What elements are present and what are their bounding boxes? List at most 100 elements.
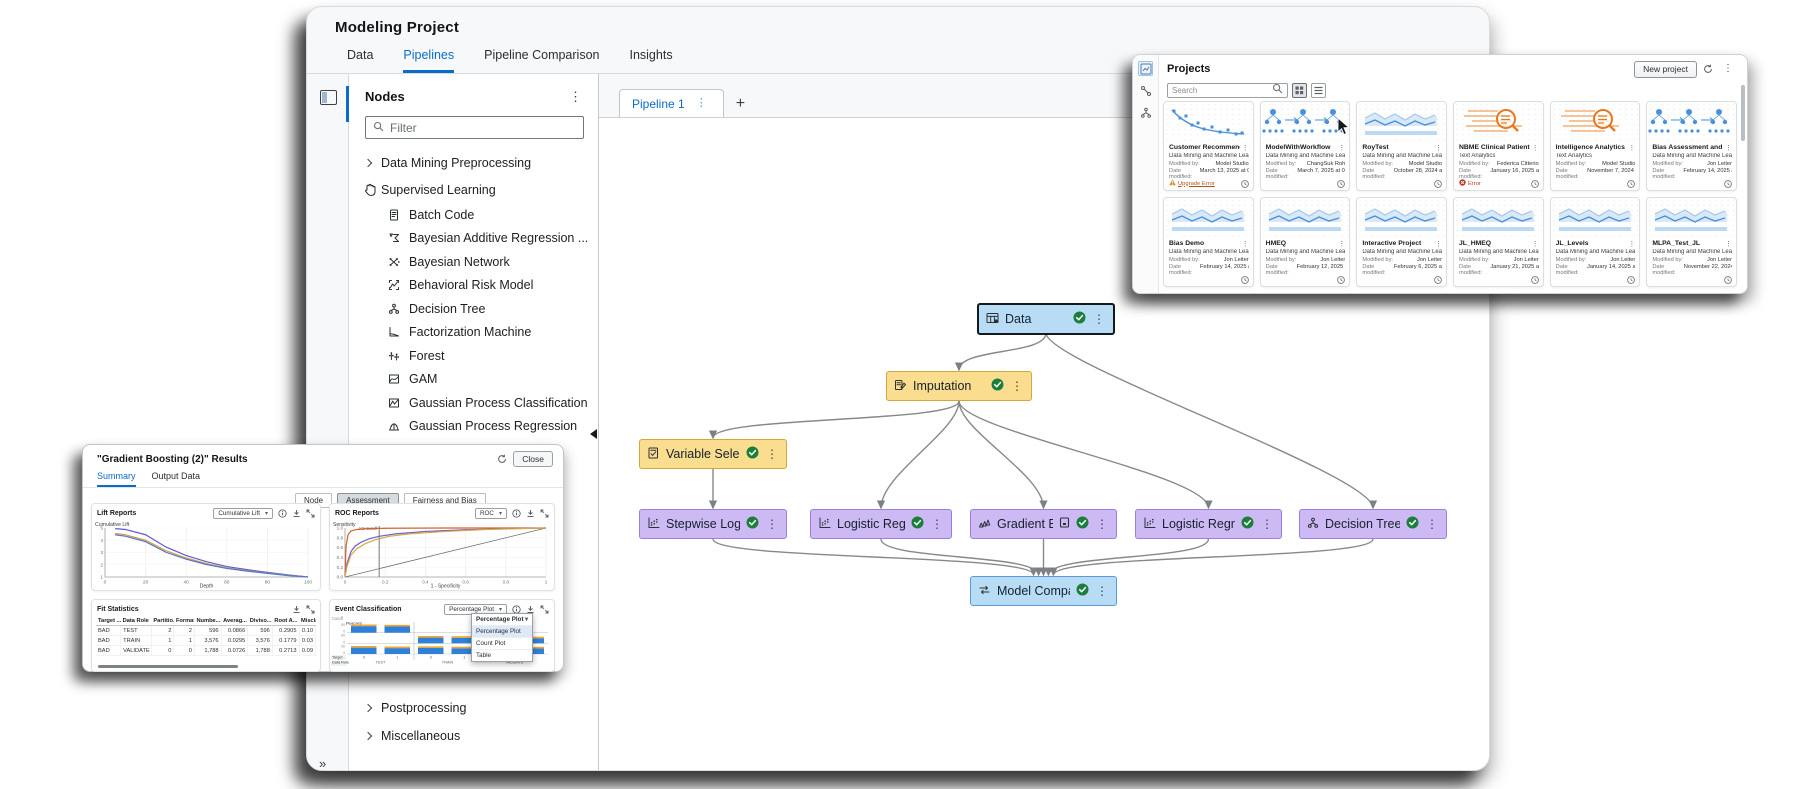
pipeline-node-modelcomp[interactable]: Model Compa...⋮	[970, 576, 1117, 606]
tab-data[interactable]: Data	[347, 48, 374, 62]
node-menu-button[interactable]: ⋮	[1426, 517, 1438, 531]
project-card-menu-button[interactable]: ⋮	[1628, 145, 1636, 152]
column-header[interactable]: Diviso...	[247, 616, 273, 626]
column-header[interactable]: Target ...	[96, 616, 121, 626]
project-card[interactable]: JL_HMEQ⋮Data Mining and Machine Learning…	[1452, 197, 1544, 287]
exp-icon[interactable]	[539, 604, 549, 614]
project-card[interactable]: NBME Clinical Patient Notes (R...⋮Text A…	[1452, 101, 1544, 191]
list-view-button[interactable]	[1311, 82, 1326, 98]
sidebar-item-gam[interactable]: GAM	[349, 368, 598, 392]
new-project-button[interactable]: New project	[1634, 60, 1697, 78]
pipeline-node-stepwise[interactable]: Stepwise Logis...⋮	[639, 509, 787, 539]
pipeline-node-logreg1[interactable]: Logistic Regre...⋮	[810, 509, 952, 539]
project-card[interactable]: RoyTest⋮Data Mining and Machine Learning…	[1356, 101, 1447, 191]
project-card[interactable]: Interactive Project⋮Data Mining and Mach…	[1356, 197, 1447, 287]
sidebar-item-decision-tree[interactable]: Decision Tree	[349, 297, 598, 321]
panel-resize-handle-icon[interactable]	[590, 429, 597, 439]
project-card[interactable]: Bias Demo⋮Data Mining and Machine Learni…	[1163, 197, 1254, 287]
column-header[interactable]: Miscla...	[299, 616, 316, 626]
pipeline-canvas[interactable]: Data⋮Imputation⋮Variable Select...⋮Stepw…	[602, 118, 1489, 770]
node-menu-button[interactable]: ⋮	[766, 517, 778, 531]
node-menu-button[interactable]: ⋮	[1261, 517, 1273, 531]
info-icon[interactable]	[511, 604, 521, 614]
menu-item-count-plot[interactable]: Count Plot	[472, 637, 532, 649]
refresh-icon[interactable]	[1703, 64, 1713, 74]
status-badge[interactable]: Error	[1459, 179, 1481, 188]
column-header[interactable]: Partitio...	[151, 616, 174, 626]
sidebar-item-batch-code[interactable]: Batch Code	[349, 203, 598, 227]
node-menu-button[interactable]: ⋮	[766, 447, 778, 461]
column-header[interactable]: Averag...	[221, 616, 248, 626]
project-card-menu-button[interactable]: ⋮	[1628, 241, 1636, 248]
grid-view-button[interactable]	[1292, 82, 1307, 98]
projects-scrollbar[interactable]	[1741, 85, 1745, 141]
project-card-menu-button[interactable]: ⋮	[1241, 145, 1249, 152]
project-search-input[interactable]	[1172, 85, 1268, 95]
column-header[interactable]: Data Role	[120, 616, 152, 626]
horizontal-scrollbar[interactable]	[98, 665, 238, 668]
tab-pipeline-comparison[interactable]: Pipeline Comparison	[484, 48, 600, 62]
projects-menu-button[interactable]: ⋮	[1723, 63, 1733, 74]
sidebar-item-bayesian-network[interactable]: Bayesian Network	[349, 250, 598, 274]
sidebar-item-forest[interactable]: Forest	[349, 344, 598, 368]
exp-icon[interactable]	[305, 604, 315, 614]
sidebar-group-miscellaneous[interactable]: Miscellaneous	[349, 722, 598, 750]
node-menu-button[interactable]: ⋮	[931, 517, 943, 531]
sidebar-item-behavioral-risk-model[interactable]: Behavioral Risk Model	[349, 274, 598, 298]
node-menu-button[interactable]: ⋮	[1096, 584, 1108, 598]
dropdown-value-row[interactable]: Percentage Plot ▾	[476, 616, 528, 623]
column-header[interactable]: Format...	[173, 616, 195, 626]
project-card[interactable]: Customer Recommendation E...⋮Data Mining…	[1163, 101, 1254, 191]
project-card-menu-button[interactable]: ⋮	[1531, 241, 1539, 248]
exp-icon[interactable]	[539, 508, 549, 518]
dl-icon[interactable]	[525, 508, 535, 518]
project-card[interactable]: ModelWithWorkflow⋮Data Mining and Machin…	[1259, 101, 1351, 191]
add-pipeline-button[interactable]: +	[735, 95, 746, 112]
nodes-panel-menu-button[interactable]: ⋮	[569, 89, 582, 104]
pipeline-node-logreg2[interactable]: Logistic Regre...⋮	[1135, 509, 1282, 539]
project-card-menu-button[interactable]: ⋮	[1434, 145, 1442, 152]
pipeline-node-gradbo[interactable]: Gradient Bo...⋮	[970, 509, 1117, 539]
pipeline-tab-menu-button[interactable]: ⋮	[695, 97, 707, 109]
column-header[interactable]: Root A...	[272, 616, 300, 626]
project-card-menu-button[interactable]: ⋮	[1338, 241, 1346, 248]
pipeline-node-dectree[interactable]: Decision Tree⋮	[1299, 509, 1447, 539]
node-menu-button[interactable]: ⋮	[1011, 379, 1023, 393]
panel-toggle-icon[interactable]	[320, 90, 337, 105]
rail-pipelines-icon[interactable]	[1138, 83, 1153, 98]
menu-item-table[interactable]: Table	[472, 649, 532, 661]
project-card-menu-button[interactable]: ⋮	[1338, 145, 1346, 152]
results-tab-summary[interactable]: Summary	[97, 471, 136, 487]
collapse-sidebar-button[interactable]: »	[319, 756, 327, 771]
dl-icon[interactable]	[291, 604, 301, 614]
close-results-button[interactable]: Close	[513, 451, 553, 467]
tab-pipeline-1[interactable]: Pipeline 1 ⋮	[619, 89, 724, 117]
results-tab-output-data[interactable]: Output Data	[151, 471, 201, 481]
sidebar-item-bayesian-additive-regression[interactable]: Bayesian Additive Regression ...	[349, 227, 598, 251]
sidebar-group-data-mining-preprocessing[interactable]: Data Mining Preprocessing	[349, 149, 598, 176]
project-card[interactable]: MLPA_Test_JL⋮Data Mining and Machine Lea…	[1646, 197, 1737, 287]
sidebar-group-postprocessing[interactable]: Postprocessing	[349, 694, 598, 722]
dl-icon[interactable]	[525, 604, 535, 614]
project-card-menu-button[interactable]: ⋮	[1241, 241, 1249, 248]
node-menu-button[interactable]: ⋮	[1096, 517, 1108, 531]
project-card-menu-button[interactable]: ⋮	[1724, 241, 1732, 248]
menu-item-percentage-plot[interactable]: Percentage Plot	[472, 625, 532, 637]
info-icon[interactable]	[511, 508, 521, 518]
info-icon[interactable]	[277, 508, 287, 518]
project-card-menu-button[interactable]: ⋮	[1724, 145, 1732, 152]
tab-insights[interactable]: Insights	[629, 48, 673, 62]
tab-pipelines[interactable]: Pipelines	[403, 48, 455, 73]
sidebar-item-factorization-machine[interactable]: Factorization Machine	[349, 321, 598, 345]
lift-report-dropdown[interactable]: Cumulative Lift▾	[213, 507, 273, 519]
status-badge[interactable]: Upgrade Error	[1169, 179, 1215, 188]
pipeline-node-data[interactable]: Data⋮	[977, 303, 1115, 335]
project-card[interactable]: Bias Assessment and Mitigation⋮Data Mini…	[1646, 101, 1737, 191]
project-card[interactable]: JL_Levels⋮Data Mining and Machine Learni…	[1549, 197, 1641, 287]
project-card-menu-button[interactable]: ⋮	[1434, 241, 1442, 248]
project-card-menu-button[interactable]: ⋮	[1531, 145, 1539, 152]
node-filter-input[interactable]	[390, 120, 540, 135]
sidebar-item-gaussian-process-classification[interactable]: Gaussian Process Classification	[349, 391, 598, 415]
